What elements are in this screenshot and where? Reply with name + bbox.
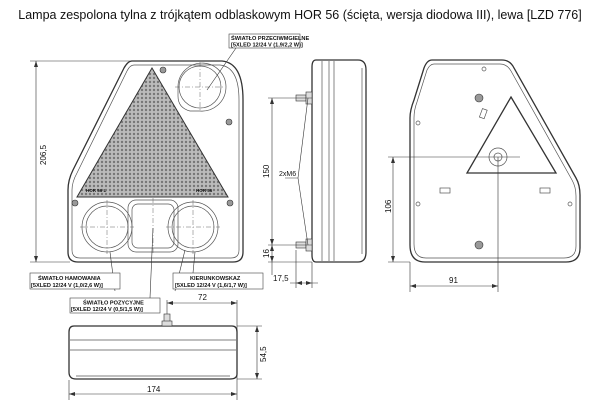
dim-bolt-thread: 2xM6 [279,171,296,178]
reflector-triangle [76,67,229,198]
back-view: 106 91 [384,59,581,292]
dim-height: 206,5 [39,144,48,165]
callout-position: ŚWIATŁO POZYCYJNE [5XLED 12/24 V (0,5/1,… [69,297,161,314]
dim-depth: 54,5 [259,346,268,362]
dim-bolt-spacing: 150 [262,164,271,178]
drawing-title: Lampa zespolona tylna z trójkątem odblas… [18,8,582,22]
svg-text:[5XLED 12/24 V (1,9/2,2 W)]: [5XLED 12/24 V (1,9/2,2 W)] [231,43,303,49]
dim-bolt-length: 17,5 [273,274,289,283]
svg-text:KIERUNKOWSKAZ: KIERUNKOWSKAZ [190,276,241,282]
dim-back-center-height: 106 [384,199,393,213]
svg-text:[5XLED 12/24 V (0,5/1,5 W)]: [5XLED 12/24 V (0,5/1,5 W)] [71,307,143,313]
bottom-bolt [161,313,173,327]
reflector-mark-right: HOR 56 [196,188,213,193]
side-view: 150 16 2xM6 17,5 [262,59,367,288]
dim-back-center-width: 91 [449,276,458,285]
mounting-holes [71,66,234,207]
fog-lamp [177,62,227,112]
callouts: ŚWIATŁO PRZECIWMGIELNE [5XLED 12/24 V (1… [29,33,309,314]
svg-text:[5XLED 12/24 V (1,0/2,6 W)]: [5XLED 12/24 V (1,0/2,6 W)] [31,283,103,289]
bottom-view: 72 174 54,5 [68,293,268,400]
callout-fog: ŚWIATŁO PRZECIWMGIELNE [5XLED 12/24 V (1… [228,33,309,49]
dim-bolt-offset: 16 [262,249,271,258]
reflector-mark-left: HOR 56 L [86,188,107,193]
dim-bottom-bolt: 72 [198,293,207,302]
dim-width: 174 [147,385,161,394]
svg-text:ŚWIATŁO HAMOWANIA: ŚWIATŁO HAMOWANIA [38,275,101,282]
svg-text:[5XLED 12/24 V (1,6/1,7 W)]: [5XLED 12/24 V (1,6/1,7 W)] [175,283,247,289]
svg-text:ŚWIATŁO PRZECIWMGIELNE: ŚWIATŁO PRZECIWMGIELNE [231,35,309,42]
callout-indicator: KIERUNKOWSKAZ [5XLED 12/24 V (1,6/1,7 W)… [172,272,264,290]
svg-text:ŚWIATŁO POZYCYJNE: ŚWIATŁO POZYCYJNE [83,300,144,307]
front-view: HOR 56 L HOR 56 206,5 [30,60,244,263]
callout-brake: ŚWIATŁO HAMOWANIA [5XLED 12/24 V (1,0/2,… [29,272,121,290]
back-triangle [465,95,558,174]
